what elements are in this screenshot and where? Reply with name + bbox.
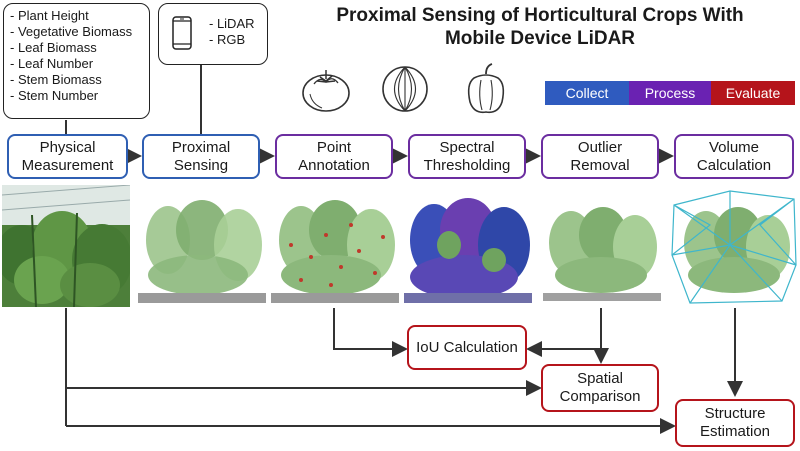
proximal-sensing-pointcloud: [138, 185, 266, 307]
measurement-list: - Plant Height - Vegetative Biomass - Le…: [3, 3, 150, 119]
pepper-icon: [467, 63, 505, 114]
proximal-sensing-box: Proximal Sensing: [142, 134, 260, 179]
spatial-comparison-box: Spatial Comparison: [541, 364, 659, 412]
legend-process: Process: [629, 81, 711, 105]
watermelon-icon: [382, 66, 428, 112]
measurement-item: - Stem Number: [10, 88, 99, 103]
sensor-item: - RGB: [209, 32, 246, 47]
tomato-icon: [302, 70, 350, 112]
outlier-removal-box: Outlier Removal: [541, 134, 659, 179]
point-annotation-pointcloud: [271, 185, 399, 307]
measurement-item: - Plant Height: [10, 8, 89, 23]
sensor-item: - LiDAR: [209, 16, 255, 31]
structure-estimation-box: Structure Estimation: [675, 399, 795, 447]
title-line-1: Proximal Sensing of Horticultural Crops …: [336, 5, 744, 26]
physical-measurement-box: Physical Measurement: [7, 134, 128, 179]
measurement-item: - Leaf Number: [10, 56, 94, 71]
outlier-removal-pointcloud: [537, 185, 665, 307]
point-annotation-box: Point Annotation: [275, 134, 393, 179]
callout-stems: [65, 64, 202, 134]
diagram-title: Proximal Sensing of Horticultural Crops …: [280, 4, 800, 50]
title-line-2: Mobile Device LiDAR: [444, 28, 636, 49]
measurement-item: - Leaf Biomass: [10, 40, 97, 55]
measurement-item: - Vegetative Biomass: [10, 24, 133, 39]
iou-calculation-box: IoU Calculation: [407, 325, 527, 370]
legend-collect: Collect: [545, 81, 629, 105]
sensor-callout: - LiDAR - RGB: [158, 3, 268, 65]
evaluation-arrows: [65, 308, 743, 434]
volume-calculation-box: Volume Calculation: [674, 134, 794, 179]
measurement-item: - Stem Biomass: [10, 72, 102, 87]
greenhouse-plant-photo: [2, 185, 130, 307]
spectral-thresholding-pointcloud: [404, 185, 532, 307]
spectral-thresholding-box: Spectral Thresholding: [408, 134, 526, 179]
legend-evaluate: Evaluate: [711, 81, 795, 105]
volume-calculation-hull: [670, 185, 798, 307]
phone-icon: [172, 16, 192, 50]
